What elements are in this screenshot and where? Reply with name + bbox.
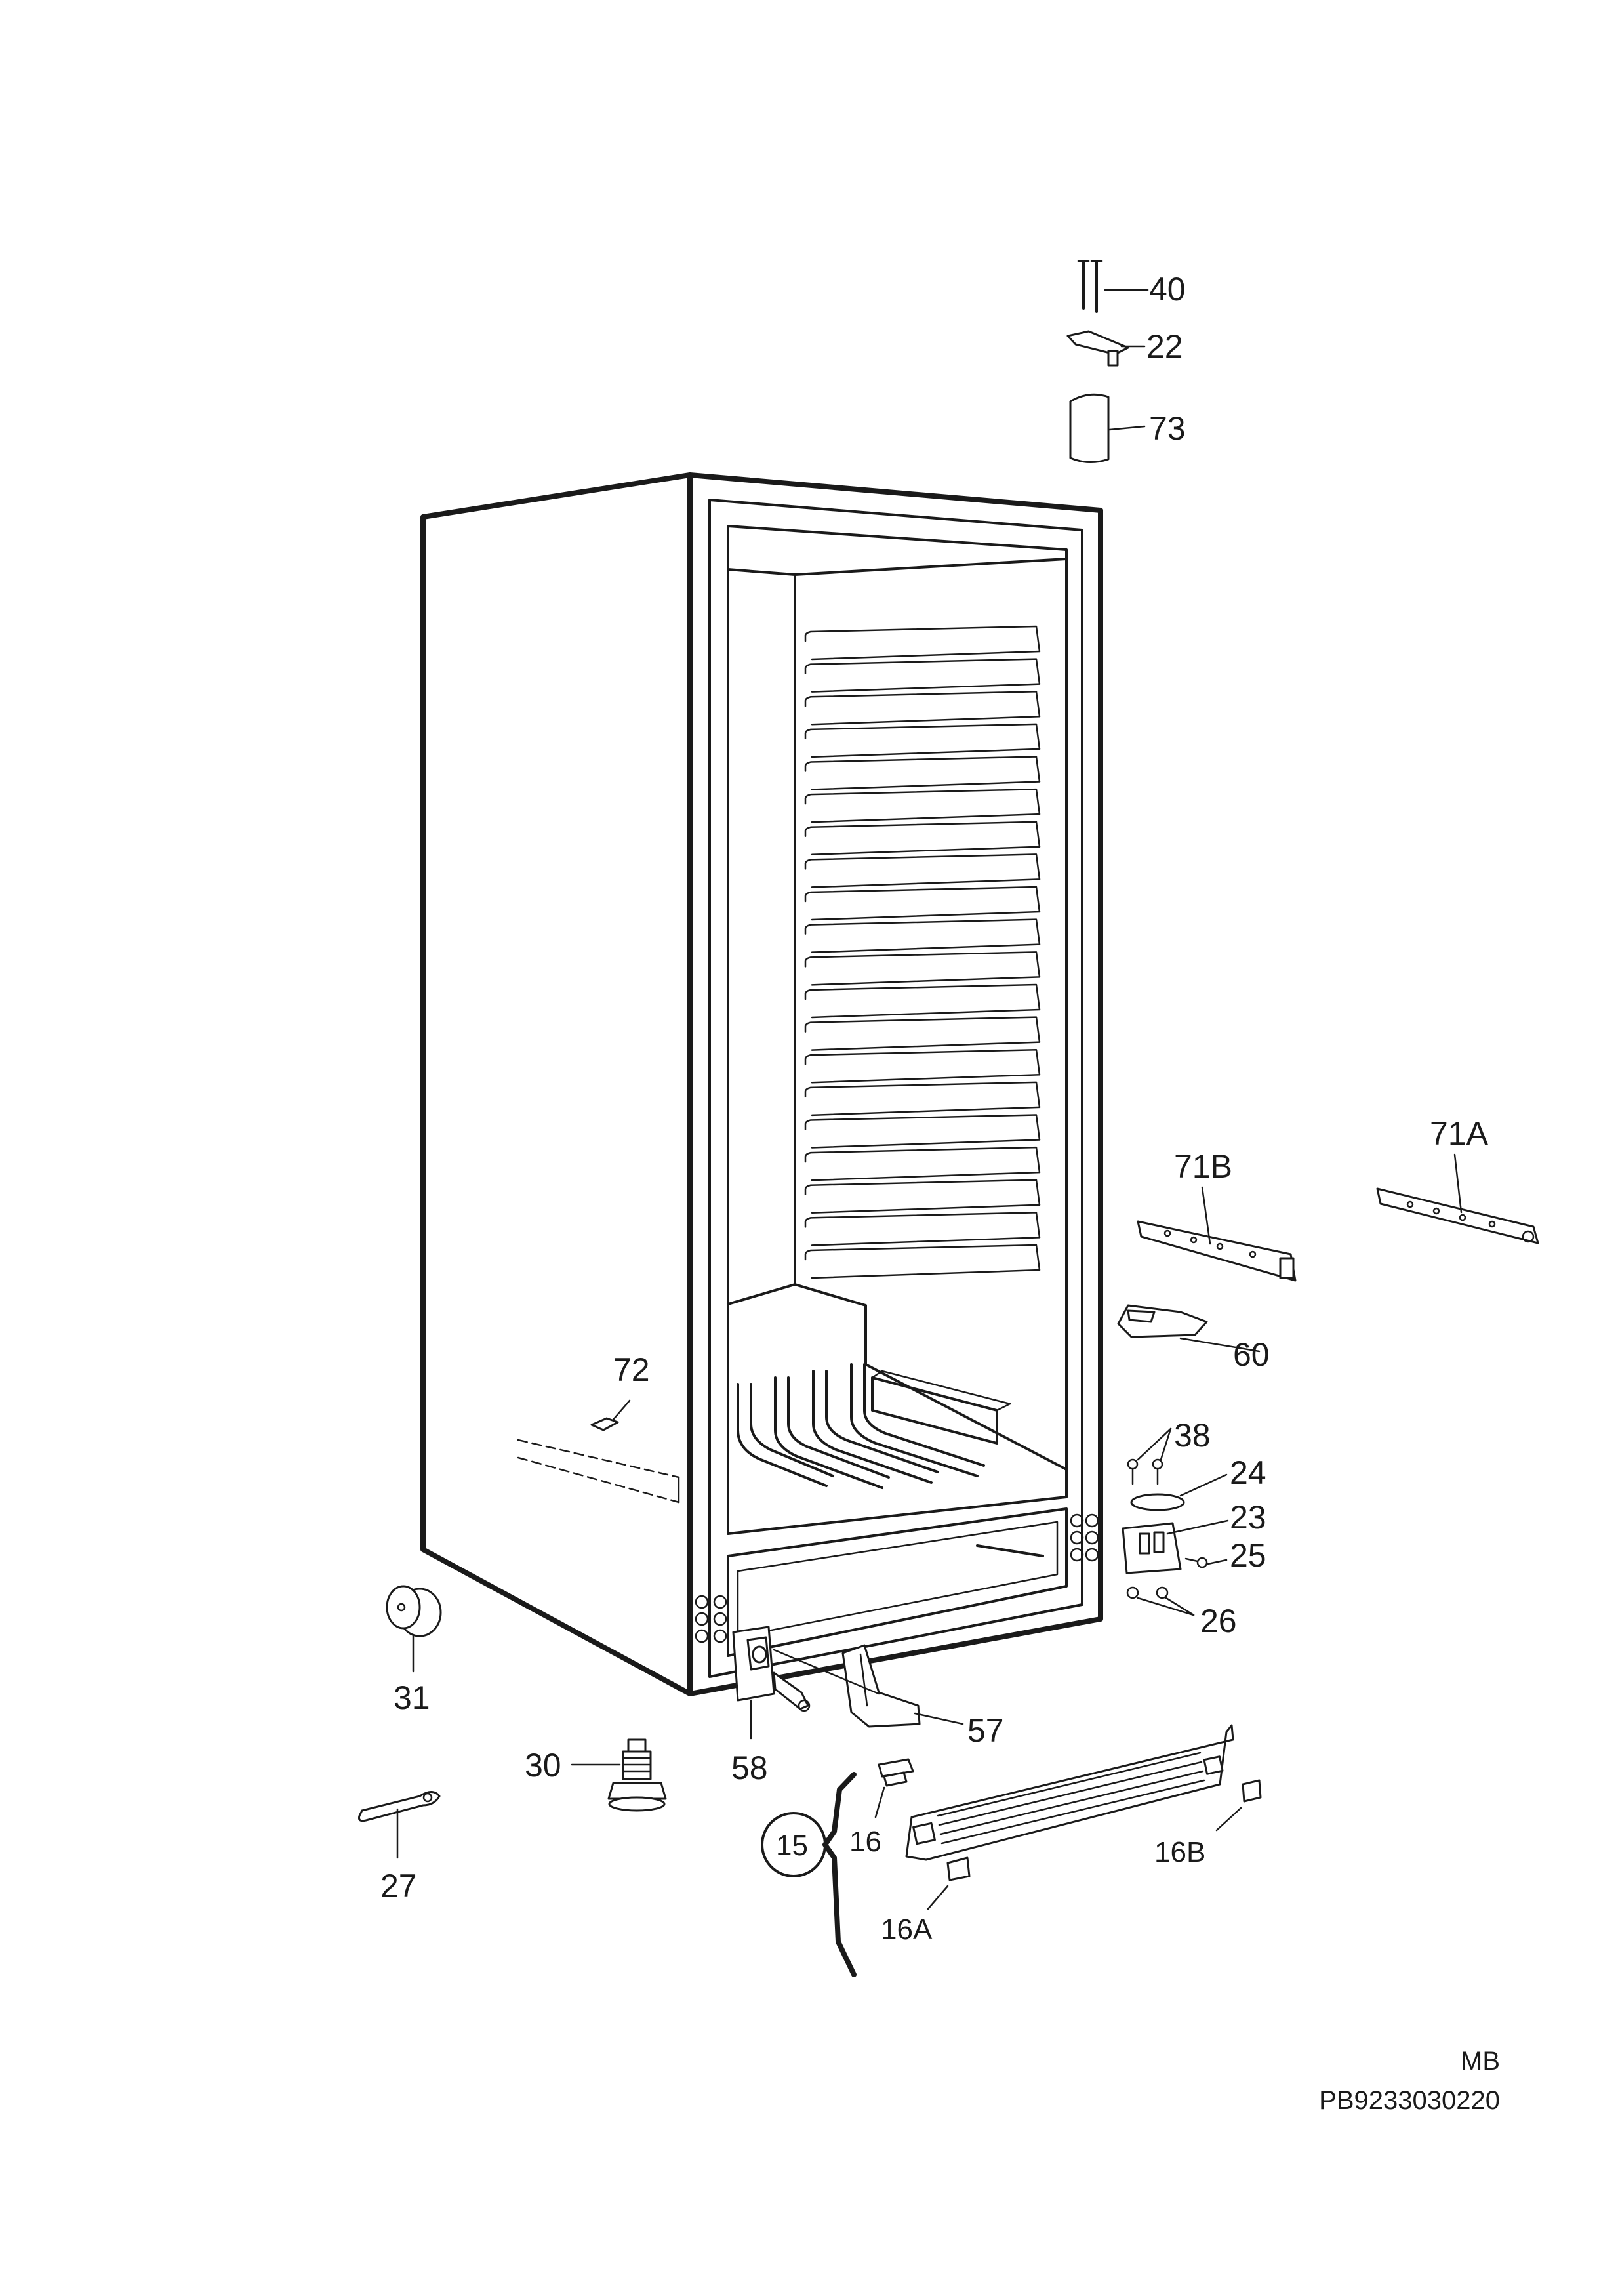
shelf-rib [804,1212,1041,1246]
part-23-hinge-plate[interactable]: 23 [1122,1499,1266,1574]
part-71b-door-rail[interactable]: 71B [1137,1148,1297,1282]
part-16a-end-cap[interactable]: 16A [881,1856,971,1946]
shelf-rib [804,918,1041,953]
label-57: 57 [967,1712,1004,1749]
part-16b-end-cap[interactable]: 16B [1154,1779,1262,1868]
part-60-bracket[interactable]: 60 [1117,1304,1270,1373]
part-73-hinge-cover[interactable]: 73 [1069,393,1186,463]
shelf-rib [804,886,1041,921]
label-71a: 71A [1430,1115,1489,1152]
shelf-rib [804,1179,1041,1214]
part-24-shim[interactable]: 24 [1130,1454,1266,1511]
label-16b: 16B [1154,1836,1205,1868]
part-31-roller[interactable]: 31 [386,1585,442,1716]
shelf-rib [804,723,1041,758]
label-22: 22 [1146,328,1183,365]
label-15: 15 [776,1830,808,1862]
part-38-screws[interactable]: 38 [1127,1417,1211,1485]
label-26: 26 [1200,1603,1237,1639]
label-60: 60 [1233,1336,1270,1373]
shelf-rib [804,1081,1041,1117]
part-40-screws[interactable]: 40 [1077,260,1186,313]
evaporator-coils [737,1363,1011,1489]
shelf-rib [804,1048,1041,1084]
part-15-kickplate-group[interactable]: 15 [761,1772,857,1977]
shelf-rib [804,658,1041,693]
label-72: 72 [613,1351,650,1388]
footer-code: PB9233030220 [1319,2086,1500,2115]
shelf-rib [804,1016,1041,1051]
part-25-screw[interactable]: 25 [1184,1537,1266,1574]
label-71b: 71B [1174,1148,1232,1185]
label-23: 23 [1230,1499,1266,1536]
shelf-rib [804,691,1041,726]
part-26-nuts[interactable]: 26 [1126,1586,1237,1639]
label-16a: 16A [881,1914,933,1946]
label-58: 58 [731,1750,768,1786]
footer-variant: MB [1461,2047,1500,2076]
label-24: 24 [1230,1454,1266,1491]
shelf-rib [804,1146,1041,1181]
shelf-ribs [804,625,1041,1279]
shelf-rib [804,1114,1041,1149]
shelf-rib [804,1244,1041,1279]
part-72-screw[interactable]: 72 [590,1351,650,1431]
hinge-holes [695,1513,1099,1643]
shelf-rib [804,951,1041,986]
label-73: 73 [1149,410,1186,447]
label-30: 30 [525,1747,561,1784]
shelf-rib [804,788,1041,823]
part-16-clip[interactable]: 16 [849,1758,914,1858]
part-57-foot-cover[interactable]: 57 [773,1644,1004,1749]
label-38: 38 [1174,1417,1211,1454]
part-71a-door-rail[interactable]: 71A [1376,1115,1539,1244]
side-trim-strip [517,1439,680,1504]
label-27: 27 [380,1868,417,1904]
part-27-spanner[interactable]: 27 [358,1791,441,1905]
shelf-rib [804,983,1041,1019]
label-16: 16 [849,1826,881,1858]
shelf-rib [804,756,1041,790]
part-30-adjustable-foot[interactable]: 30 [525,1738,667,1812]
cabinet-body [420,472,1103,1696]
part-58-bottom-hinge[interactable]: 58 [731,1626,811,1786]
shelf-rib [804,625,1041,661]
shelf-rib [804,821,1041,856]
shelf-rib [804,853,1041,888]
label-25: 25 [1230,1537,1266,1574]
label-40: 40 [1149,271,1186,308]
kickplate-grille[interactable] [905,1724,1234,1861]
part-22-top-hinge[interactable]: 22 [1066,328,1183,367]
label-31: 31 [394,1679,430,1716]
